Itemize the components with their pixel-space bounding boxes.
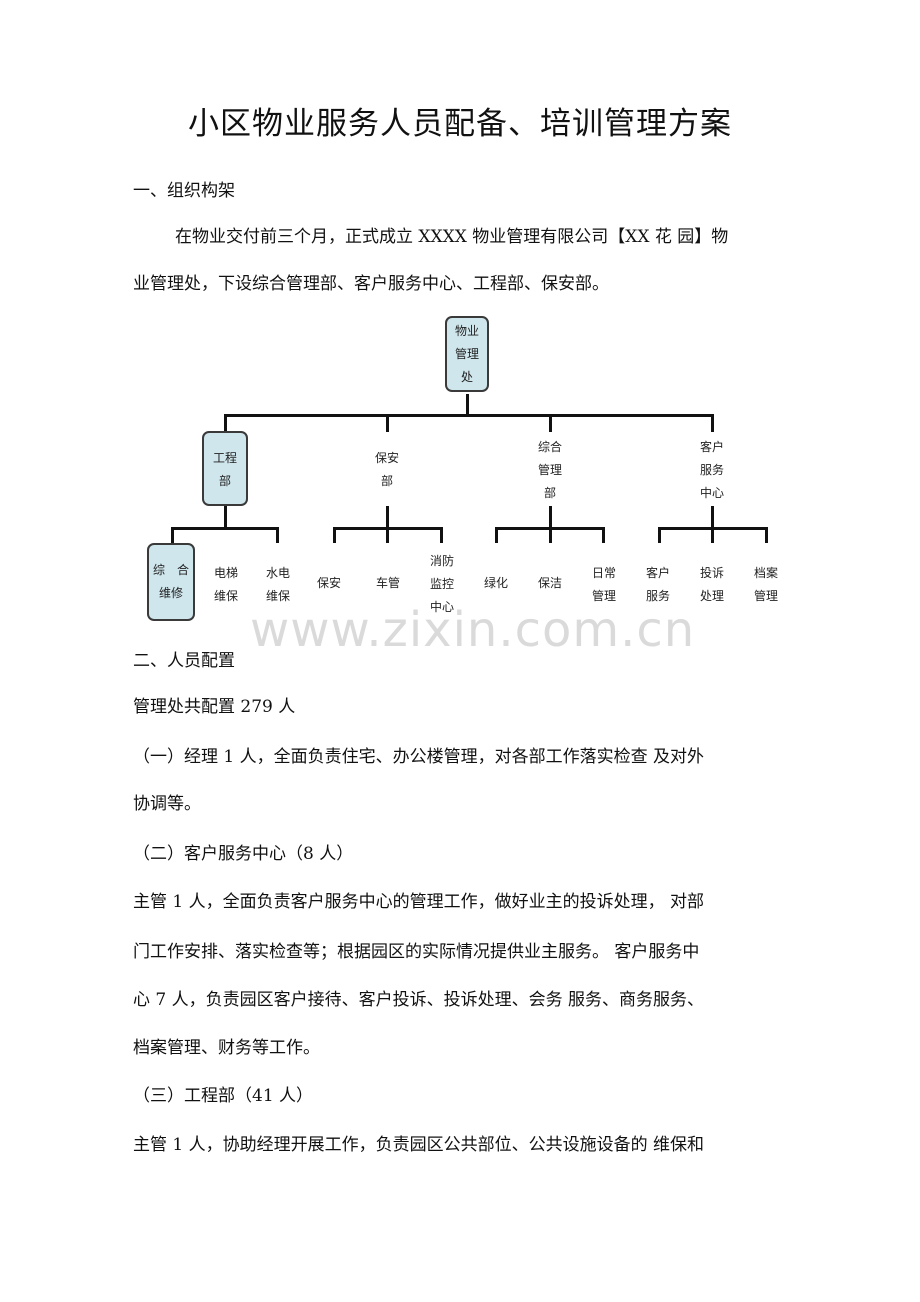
node-label: 维修 bbox=[158, 586, 183, 600]
node-label: 处理 bbox=[699, 589, 724, 603]
subsection-heading: （二）客户服务中心（8 人） bbox=[133, 844, 354, 864]
node-label: 管理 bbox=[753, 589, 778, 603]
paragraph-line: 档案管理、财务等工作。 bbox=[133, 1038, 320, 1058]
connector-line bbox=[386, 527, 389, 543]
connector-line bbox=[224, 414, 714, 417]
connector-line bbox=[440, 527, 443, 543]
node-label: 维保 bbox=[265, 589, 290, 603]
node-label: 水电 bbox=[265, 566, 290, 580]
node-label: 综 合 bbox=[152, 563, 189, 577]
org-node-customer-service: 客户 服务 bbox=[635, 562, 681, 608]
paragraph-line: （一）经理 1 人，全面负责住宅、办公楼管理，对各部工作落实检查 及对外 bbox=[133, 747, 705, 767]
node-label: 车管 bbox=[375, 576, 400, 590]
node-label: 保安 bbox=[374, 451, 399, 465]
paragraph-line: 协调等。 bbox=[133, 794, 201, 814]
connector-line bbox=[765, 527, 768, 543]
connector-line bbox=[495, 527, 498, 543]
connector-line bbox=[386, 506, 389, 528]
org-node-fire-control: 消防 监控 中心 bbox=[419, 550, 465, 619]
connector-line bbox=[171, 527, 174, 543]
node-label: 绿化 bbox=[483, 576, 508, 590]
node-label: 档案 bbox=[753, 566, 778, 580]
org-node-guard: 保安 bbox=[306, 572, 352, 595]
node-label: 处 bbox=[460, 370, 473, 384]
node-label: 服务 bbox=[645, 589, 670, 603]
org-chart: 物业 管理 处 工程 部 保安 部 综合 管理 部 客户 服务 中心 综 合 维… bbox=[130, 310, 790, 630]
node-label: 保安 bbox=[316, 576, 341, 590]
connector-line bbox=[711, 506, 714, 528]
document-title: 小区物业服务人员配备、培训管理方案 bbox=[188, 106, 732, 142]
connector-line bbox=[549, 527, 552, 543]
connector-line bbox=[171, 527, 279, 530]
org-node-general: 综合 管理 部 bbox=[527, 436, 573, 505]
org-node-engineering: 工程 部 bbox=[202, 431, 248, 506]
node-label: 电梯 bbox=[213, 566, 238, 580]
node-label: 客户 bbox=[645, 566, 670, 580]
org-node-greening: 绿化 bbox=[473, 572, 519, 595]
org-node-utilities: 水电 维保 bbox=[255, 562, 301, 608]
paragraph-line: 业管理处，下设综合管理部、客户服务中心、工程部、保安部。 bbox=[133, 274, 609, 294]
connector-line bbox=[466, 394, 469, 416]
watermark: www.zixin.com.cn bbox=[250, 602, 696, 658]
node-label: 服务 bbox=[699, 463, 724, 477]
section-heading-org: 一、组织构架 bbox=[133, 181, 235, 201]
connector-line bbox=[711, 414, 714, 432]
connector-line bbox=[224, 414, 227, 432]
connector-line bbox=[711, 527, 714, 543]
paragraph-line: 心 7 人，负责园区客户接待、客户投诉、投诉处理、会务 服务、商务服务、 bbox=[133, 990, 705, 1010]
node-label: 监控 bbox=[429, 577, 454, 591]
connector-line bbox=[386, 414, 389, 432]
node-label: 部 bbox=[380, 474, 393, 488]
node-label: 日常 bbox=[591, 566, 616, 580]
org-node-parking: 车管 bbox=[365, 572, 411, 595]
org-node-customer: 客户 服务 中心 bbox=[689, 436, 735, 505]
node-label: 中心 bbox=[699, 486, 724, 500]
org-node-security: 保安 部 bbox=[364, 447, 410, 493]
org-node-root: 物业 管理 处 bbox=[445, 316, 489, 392]
subsection-heading: （三）工程部（41 人） bbox=[133, 1086, 314, 1106]
section-heading-staffing: 二、人员配置 bbox=[133, 651, 235, 671]
connector-line bbox=[658, 527, 661, 543]
connector-line bbox=[602, 527, 605, 543]
connector-line bbox=[333, 527, 336, 543]
paragraph-line: 在物业交付前三个月，正式成立 XXXX 物业管理有限公司【XX 花 园】物 bbox=[175, 227, 729, 247]
paragraph-line: 主管 1 人，协助经理开展工作，负责园区公共部位、公共设施设备的 维保和 bbox=[133, 1135, 705, 1155]
connector-line bbox=[549, 414, 552, 432]
node-label: 工程 bbox=[212, 451, 237, 465]
org-node-elevator: 电梯 维保 bbox=[203, 562, 249, 608]
paragraph-line: 主管 1 人，全面负责客户服务中心的管理工作，做好业主的投诉处理， 对部 bbox=[133, 892, 705, 912]
node-label: 综合 bbox=[537, 440, 562, 454]
paragraph-line: 门工作安排、落实检查等；根据园区的实际情况提供业主服务。 客户服务中 bbox=[133, 942, 700, 962]
node-label: 保洁 bbox=[537, 576, 562, 590]
org-node-complaints: 投诉 处理 bbox=[689, 562, 735, 608]
node-label: 部 bbox=[543, 486, 556, 500]
node-label: 管理 bbox=[454, 347, 479, 361]
org-node-general-repair: 综 合 维修 bbox=[147, 543, 195, 621]
node-label: 中心 bbox=[429, 600, 454, 614]
node-label: 维保 bbox=[213, 589, 238, 603]
node-label: 投诉 bbox=[699, 566, 724, 580]
paragraph-line: 管理处共配置 279 人 bbox=[133, 697, 296, 717]
node-label: 客户 bbox=[699, 440, 724, 454]
node-label: 管理 bbox=[537, 463, 562, 477]
org-node-archives: 档案 管理 bbox=[743, 562, 789, 608]
connector-line bbox=[549, 506, 552, 528]
node-label: 物业 bbox=[454, 324, 479, 338]
node-label: 部 bbox=[218, 474, 231, 488]
connector-line bbox=[224, 506, 227, 528]
org-node-daily-management: 日常 管理 bbox=[581, 562, 627, 608]
connector-line bbox=[276, 527, 279, 543]
org-node-cleaning: 保洁 bbox=[527, 572, 573, 595]
node-label: 管理 bbox=[591, 589, 616, 603]
node-label: 消防 bbox=[429, 554, 454, 568]
